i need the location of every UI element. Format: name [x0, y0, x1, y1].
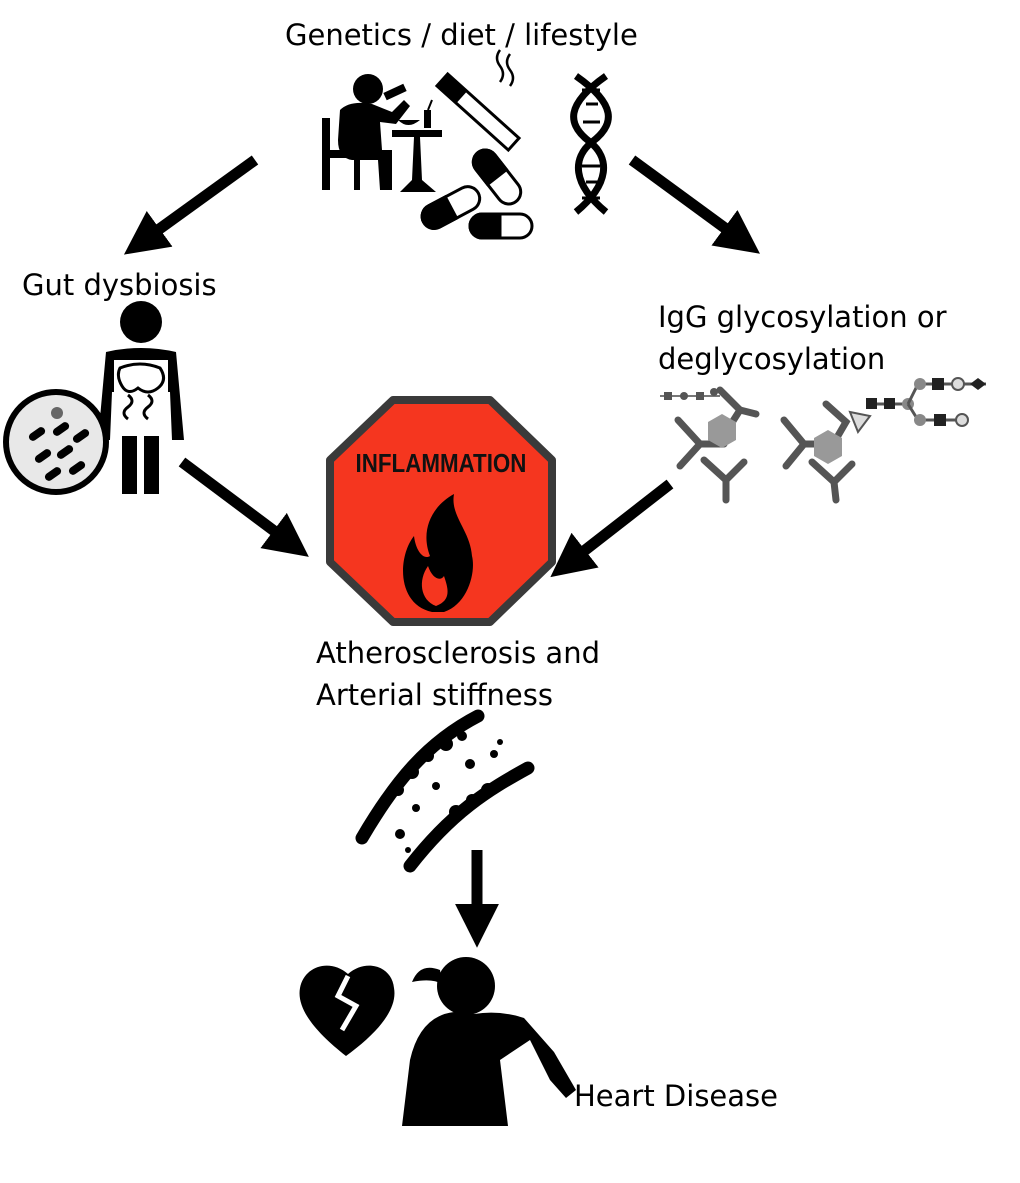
bacteria-magnifier-icon	[3, 389, 109, 495]
label-gut-dysbiosis: Gut dysbiosis	[22, 268, 217, 302]
person-eating-icon	[322, 74, 442, 192]
arrow-gut-to-inflammation	[178, 457, 309, 557]
broken-heart-icon	[299, 965, 395, 1056]
label-atherosclerosis: Atherosclerosis and	[316, 636, 600, 670]
flame-icon	[403, 494, 473, 612]
inflammation-text: INFLAMMATION	[356, 449, 527, 478]
artery-plaque-icon	[355, 709, 535, 873]
dna-icon	[570, 73, 612, 215]
antibody-glycan-icon	[660, 377, 986, 504]
person-gut-icon	[98, 301, 184, 494]
label-genetics-diet-lifestyle: Genetics / diet / lifestyle	[285, 18, 638, 52]
label-deglycosylation: deglycosylation	[658, 342, 886, 376]
cigarette-icon	[434, 49, 522, 153]
pills-icon	[420, 148, 534, 240]
woman-chest-pain-icon	[402, 957, 576, 1126]
arrow-top-left	[123, 155, 259, 255]
label-heart-disease: Heart Disease	[574, 1079, 778, 1113]
label-igg-glycosylation: IgG glycosylation or	[658, 300, 947, 334]
label-arterial-stiffness: Arterial stiffness	[316, 678, 553, 712]
arrow-igg-to-inflammation	[550, 479, 674, 578]
arrow-top-right	[628, 155, 760, 254]
